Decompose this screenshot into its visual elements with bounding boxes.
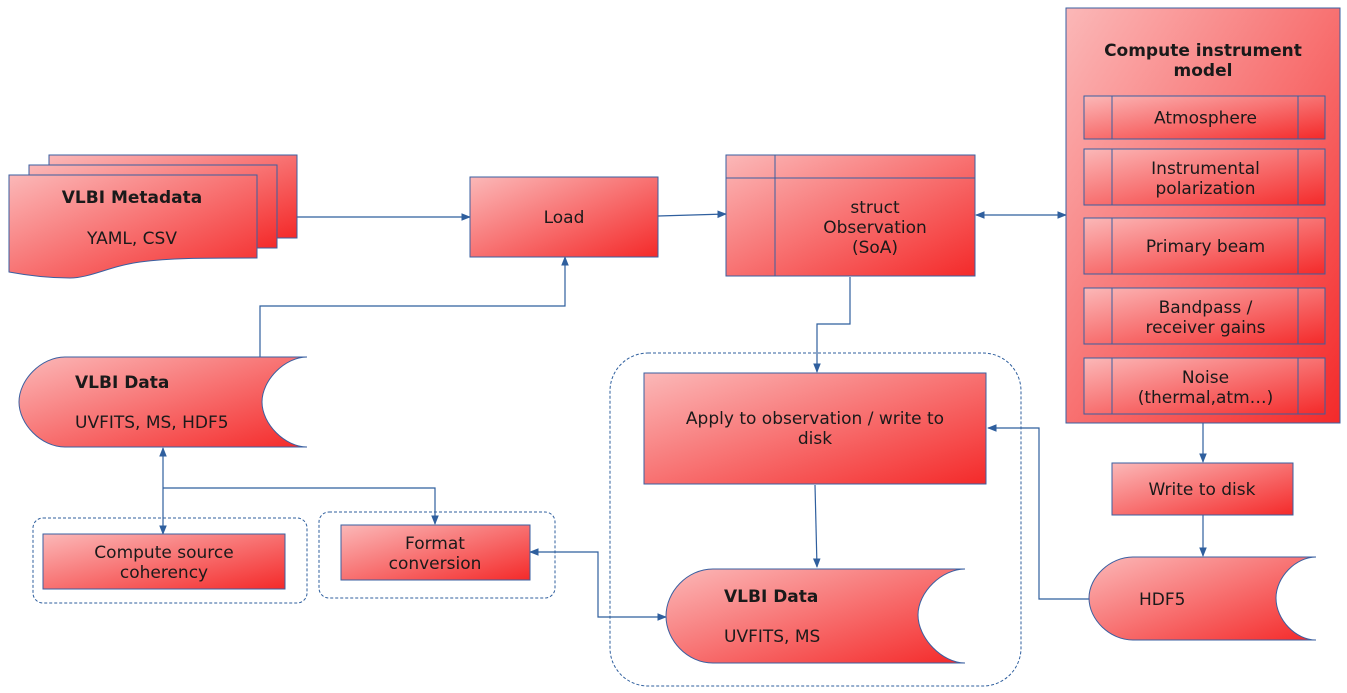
group-format-conversion — [318, 511, 556, 599]
edge-apply-to-output — [812, 484, 821, 568]
observation-line2: Observation — [823, 218, 927, 238]
instrument-item-box — [1083, 357, 1326, 415]
write-box — [1111, 462, 1294, 516]
instrument-item-4: Noise(thermal,atm…) — [1083, 357, 1326, 415]
format-line1: Format — [405, 534, 465, 554]
instrument-item-0: Atmosphere — [1083, 95, 1326, 140]
format-conversion-node: Format conversion — [340, 524, 531, 581]
metadata-subtitle: YAML, CSV — [86, 229, 177, 249]
edge-hdf5-to-apply — [987, 424, 1089, 600]
vlbi-data-output-node: VLBI Data UVFITS, MS — [665, 568, 966, 664]
instrument-container — [1065, 7, 1341, 424]
edge-format-output — [529, 548, 667, 621]
instrument-item-3: Bandpass /receiver gains — [1083, 287, 1326, 345]
instrument-item-box — [1083, 217, 1326, 275]
instrument-item-label: Noise — [1182, 368, 1229, 388]
coherency-box — [42, 533, 286, 590]
edges — [159, 210, 1207, 621]
edge-data-to-load — [259, 256, 569, 395]
instrument-item-label: Bandpass / — [1159, 298, 1253, 318]
instrument-title-line1: Compute instrument — [1104, 41, 1302, 61]
vlbi-metadata-node: VLBI Metadata YAML, CSV — [8, 154, 298, 279]
apply-write-node: Apply to observation / write to disk — [643, 372, 987, 485]
vlbi-data-input-shape — [18, 356, 308, 448]
metadata-doc-front — [8, 174, 258, 279]
instrument-item-label: receiver gains — [1145, 318, 1265, 338]
observation-line3: (SoA) — [852, 238, 898, 258]
instrument-item-box — [1083, 287, 1326, 345]
vlbi-data-output-subtitle: UVFITS, MS — [724, 627, 820, 647]
instrument-item-2: Primary beam — [1083, 217, 1326, 275]
vlbi-data-input-node: VLBI Data UVFITS, MS, HDF5 — [18, 356, 308, 448]
instrument-item-box — [1083, 95, 1326, 140]
edge-observation-to-apply — [813, 277, 851, 373]
format-box — [340, 524, 531, 581]
compute-coherency-node: Compute source coherency — [42, 533, 286, 590]
apply-line2: disk — [798, 429, 832, 449]
metadata-title: VLBI Metadata — [62, 188, 202, 208]
vlbi-data-output-shape — [665, 568, 966, 664]
instrument-item-box — [1083, 148, 1326, 206]
coherency-line2: coherency — [120, 563, 208, 583]
group-apply-output — [609, 352, 1022, 687]
load-box — [469, 176, 659, 258]
coherency-line1: Compute source — [94, 543, 233, 563]
instrument-item-label: (thermal,atm…) — [1138, 388, 1274, 408]
write-label: Write to disk — [1149, 480, 1256, 500]
vlbi-data-input-subtitle: UVFITS, MS, HDF5 — [75, 413, 229, 433]
load-label: Load — [544, 208, 585, 228]
instrument-items: AtmosphereInstrumentalpolarizationPrimar… — [1083, 95, 1326, 415]
observation-line1: struct — [850, 198, 900, 218]
instrument-item-label: Instrumental — [1151, 159, 1260, 179]
group-compute-coherency — [32, 517, 308, 604]
instrument-model-node: Compute instrument model AtmosphereInstr… — [1065, 7, 1341, 424]
instrument-item-label: Primary beam — [1146, 237, 1265, 257]
struct-observation-node: struct Observation (SoA) — [725, 154, 976, 277]
instrument-item-label: polarization — [1156, 179, 1256, 199]
apply-line1: Apply to observation / write to — [686, 409, 944, 429]
instrument-item-label: Atmosphere — [1154, 109, 1257, 129]
hdf5-shape — [1088, 556, 1317, 641]
instrument-title-line2: model — [1174, 61, 1233, 81]
hdf5-node: HDF5 — [1088, 556, 1317, 641]
edge-branch-to-format — [163, 487, 439, 525]
write-to-disk-node: Write to disk — [1111, 462, 1294, 516]
apply-box — [643, 372, 987, 485]
vlbi-data-input-title: VLBI Data — [75, 373, 169, 393]
format-line2: conversion — [389, 554, 482, 574]
observation-box — [725, 154, 976, 277]
edge-load-to-observation — [657, 210, 727, 219]
load-node: Load — [469, 176, 659, 258]
vlbi-data-output-title: VLBI Data — [724, 587, 818, 607]
hdf5-label: HDF5 — [1139, 590, 1185, 610]
